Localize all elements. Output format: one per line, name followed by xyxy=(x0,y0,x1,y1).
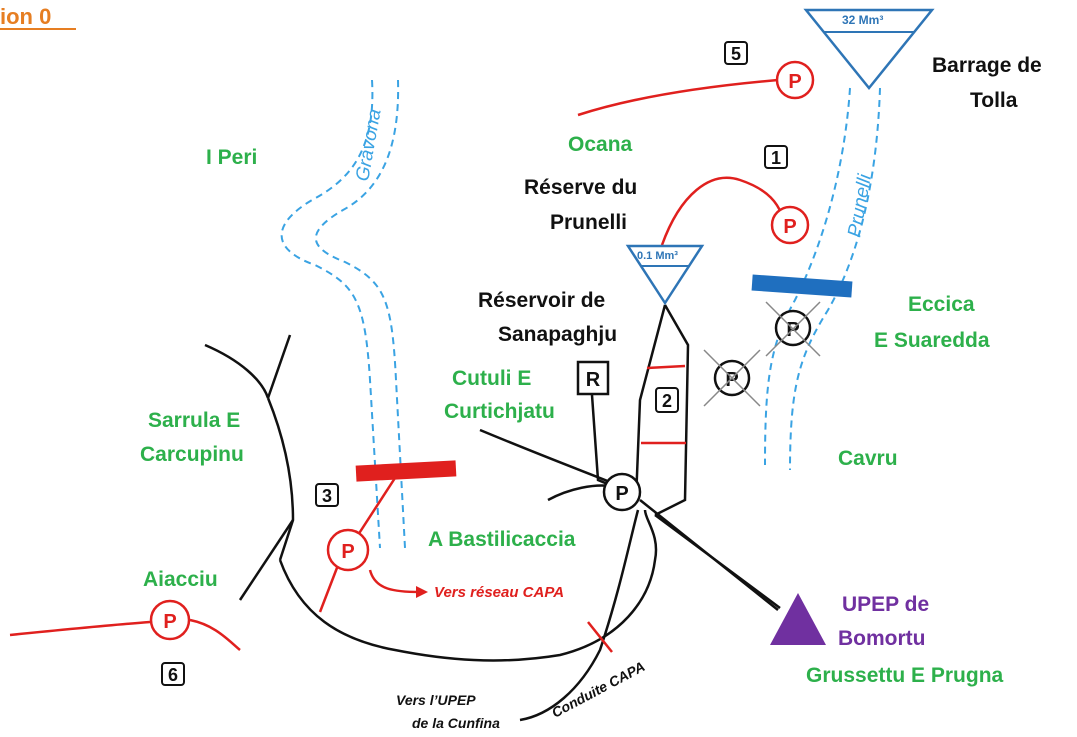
conduite-capa-label: Conduite CAPA xyxy=(549,658,648,721)
pump-black-main: P xyxy=(602,472,642,512)
svg-text:1: 1 xyxy=(771,148,781,168)
place-i-peri: I Peri xyxy=(206,146,257,169)
barrage-label-line2: Tolla xyxy=(970,89,1018,112)
number-box-6: 6 xyxy=(161,662,185,686)
red-barrier xyxy=(355,460,457,482)
svg-text:P: P xyxy=(163,611,176,633)
upep-label-line1: UPEP de xyxy=(842,593,929,616)
pump-disabled-2: P xyxy=(703,349,761,407)
number-box-2: 2 xyxy=(655,387,679,413)
blue-barrier xyxy=(751,274,853,298)
place-grussettu: Grussettu E Prugna xyxy=(806,664,1004,687)
number-box-3: 3 xyxy=(315,483,339,507)
reserve-capacity: 0.1 Mm³ xyxy=(637,250,678,262)
reserve-label-line1: Réserve du xyxy=(524,176,637,199)
place-cavru: Cavru xyxy=(838,447,898,470)
red-pipes xyxy=(9,78,784,653)
black-network xyxy=(204,304,781,722)
river-prunelli xyxy=(764,87,881,471)
pump-red-6: P xyxy=(149,599,191,641)
barrage-capacity: 32 Mm³ xyxy=(842,13,883,27)
place-sarrula-line2: Carcupinu xyxy=(140,443,244,466)
reservoir-r-box: R xyxy=(576,360,610,396)
pump-red-3: P xyxy=(326,528,370,572)
place-ocana: Ocana xyxy=(568,133,633,156)
place-sarrula-line1: Sarrula E xyxy=(148,409,240,432)
vers-upep-line1: Vers l’UPEP xyxy=(396,692,476,708)
vers-upep-line2: de la Cunfina xyxy=(412,715,500,731)
svg-text:R: R xyxy=(586,369,601,391)
vers-capa-arrow-icon xyxy=(416,586,428,598)
svg-text:P: P xyxy=(341,541,354,563)
pump-disabled-1: P xyxy=(765,301,821,357)
upep-label-line2: Bomortu xyxy=(838,627,926,650)
diagram-title: ion 0 xyxy=(0,4,51,29)
svg-text:5: 5 xyxy=(731,44,741,64)
place-eccica-line2: E Suaredda xyxy=(874,329,990,352)
pump-red-1: P xyxy=(770,205,810,245)
svg-text:P: P xyxy=(615,483,628,505)
svg-text:2: 2 xyxy=(662,391,672,411)
place-cutuli-line1: Cutuli E xyxy=(452,367,531,390)
place-eccica-line1: Eccica xyxy=(908,293,975,316)
place-aiacciu: Aiacciu xyxy=(143,568,218,591)
place-cutuli-line2: Curtichjatu xyxy=(444,400,555,423)
barrage-tolla-reservoir-icon xyxy=(803,8,935,90)
pump-red-5: P xyxy=(775,60,815,100)
reservoir-label-line2: Sanapaghju xyxy=(498,323,617,346)
vers-capa-label: Vers réseau CAPA xyxy=(434,584,564,601)
place-bastilicaccia: A Bastilicaccia xyxy=(428,528,576,551)
svg-text:6: 6 xyxy=(168,665,178,685)
svg-text:P: P xyxy=(788,71,801,93)
barrage-label-line1: Barrage de xyxy=(932,54,1042,77)
river-gravona xyxy=(280,79,406,549)
number-box-1: 1 xyxy=(764,145,788,169)
upep-triangle-icon xyxy=(770,593,826,645)
number-box-5: 5 xyxy=(724,41,748,65)
river-prunelli-label: Prunelli xyxy=(844,172,876,239)
svg-text:3: 3 xyxy=(322,486,332,506)
reserve-prunelli-reservoir-icon xyxy=(625,244,705,306)
reservoir-label-line1: Réservoir de xyxy=(478,289,605,312)
reserve-label-line2: Prunelli xyxy=(550,211,627,234)
svg-text:P: P xyxy=(783,216,796,238)
river-gravona-label: Gravona xyxy=(352,107,385,182)
